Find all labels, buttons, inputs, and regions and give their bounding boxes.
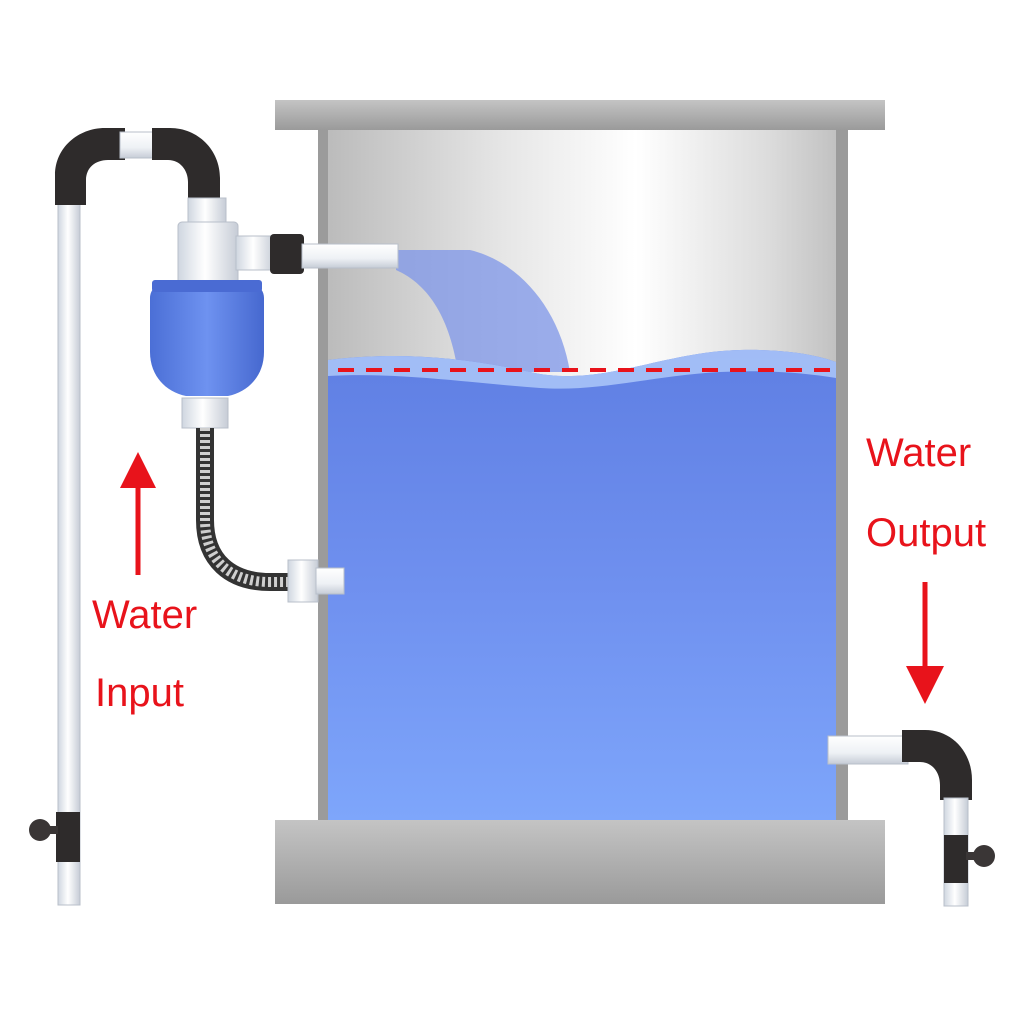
arrow-down-icon <box>906 582 944 704</box>
braided-hose-texture <box>200 428 292 587</box>
arrow-up-icon <box>120 452 156 575</box>
tank-base <box>275 820 885 904</box>
output-valve-body <box>944 835 968 883</box>
valve-cap <box>152 280 262 292</box>
tank-lid <box>275 100 885 130</box>
input-elbow-right <box>152 128 220 205</box>
output-horizontal-pipe <box>827 735 909 765</box>
valve-handle-icon[interactable] <box>29 819 51 841</box>
input-label-line1: Water <box>92 593 197 637</box>
input-vertical-pipe <box>57 199 81 906</box>
input-valve-stem <box>44 826 58 834</box>
water-body <box>328 349 836 822</box>
output-label-line1: Water <box>866 431 971 475</box>
water-stream <box>396 250 570 372</box>
tank <box>275 100 885 904</box>
input-valve-body <box>56 812 80 862</box>
valve-handle-icon[interactable] <box>973 845 995 867</box>
tank-right-wall <box>836 130 848 822</box>
water-surface <box>328 349 836 389</box>
input-pipe-assembly <box>29 128 220 906</box>
input-elbow-left <box>55 128 125 205</box>
valve-bottom-fitting <box>181 397 229 429</box>
valve-blue-body <box>150 284 264 396</box>
output-elbow <box>902 730 972 800</box>
valve-head <box>177 221 239 285</box>
output-label-line2: Output <box>866 511 986 555</box>
valve-side-port <box>235 235 275 271</box>
valve-outlet-pipe <box>301 243 399 269</box>
valve-outlet-nut <box>270 234 304 274</box>
hose-inlet-pipe <box>315 567 345 595</box>
output-pipe-assembly <box>827 730 995 907</box>
input-label-line2: Input <box>95 671 184 715</box>
float-valve-icon <box>150 197 399 603</box>
hose-end-fitting <box>287 559 319 603</box>
tank-left-wall <box>318 130 328 822</box>
